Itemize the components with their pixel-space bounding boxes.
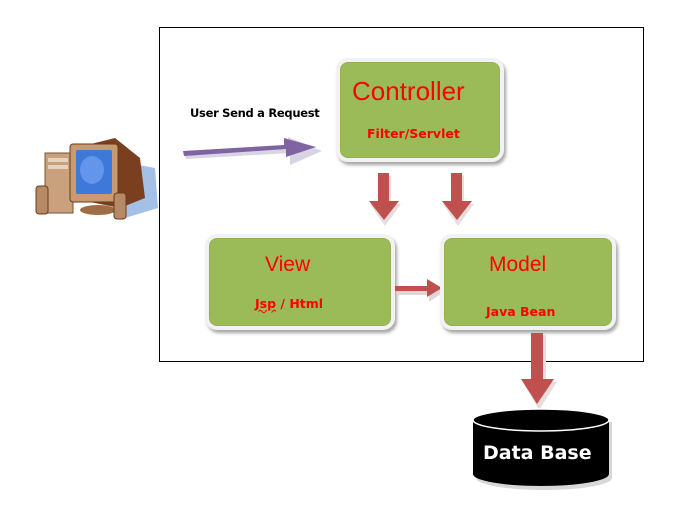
- database-icon[interactable]: [470, 408, 618, 494]
- request-arrow: [183, 137, 322, 165]
- controller-subtitle: Filter/Servlet: [367, 126, 460, 141]
- model-box[interactable]: Model Java Bean: [440, 234, 616, 330]
- view-subtitle: Jsp / Html: [255, 296, 323, 311]
- controller-box[interactable]: Controller Filter/Servlet: [336, 58, 504, 162]
- model-subtitle: Java Bean: [486, 304, 556, 319]
- controller-to-view-arrow: [369, 173, 401, 226]
- controller-to-model-arrow: [442, 173, 474, 226]
- view-title: View: [265, 253, 311, 276]
- controller-title: Controller: [352, 76, 465, 106]
- model-to-database-arrow: [521, 333, 557, 410]
- view-box[interactable]: View Jsp / Html: [205, 234, 395, 330]
- application-boundary-frame: [159, 27, 644, 362]
- view-to-model-arrow: [395, 279, 445, 302]
- database-label: Data Base: [483, 442, 592, 464]
- model-title: Model: [489, 253, 547, 276]
- view-subtitle-jsp: Jsp: [255, 296, 277, 311]
- view-subtitle-html: / Html: [276, 296, 324, 311]
- desktop-computer-icon: [35, 138, 158, 220]
- request-label: User Send a Request: [190, 106, 320, 120]
